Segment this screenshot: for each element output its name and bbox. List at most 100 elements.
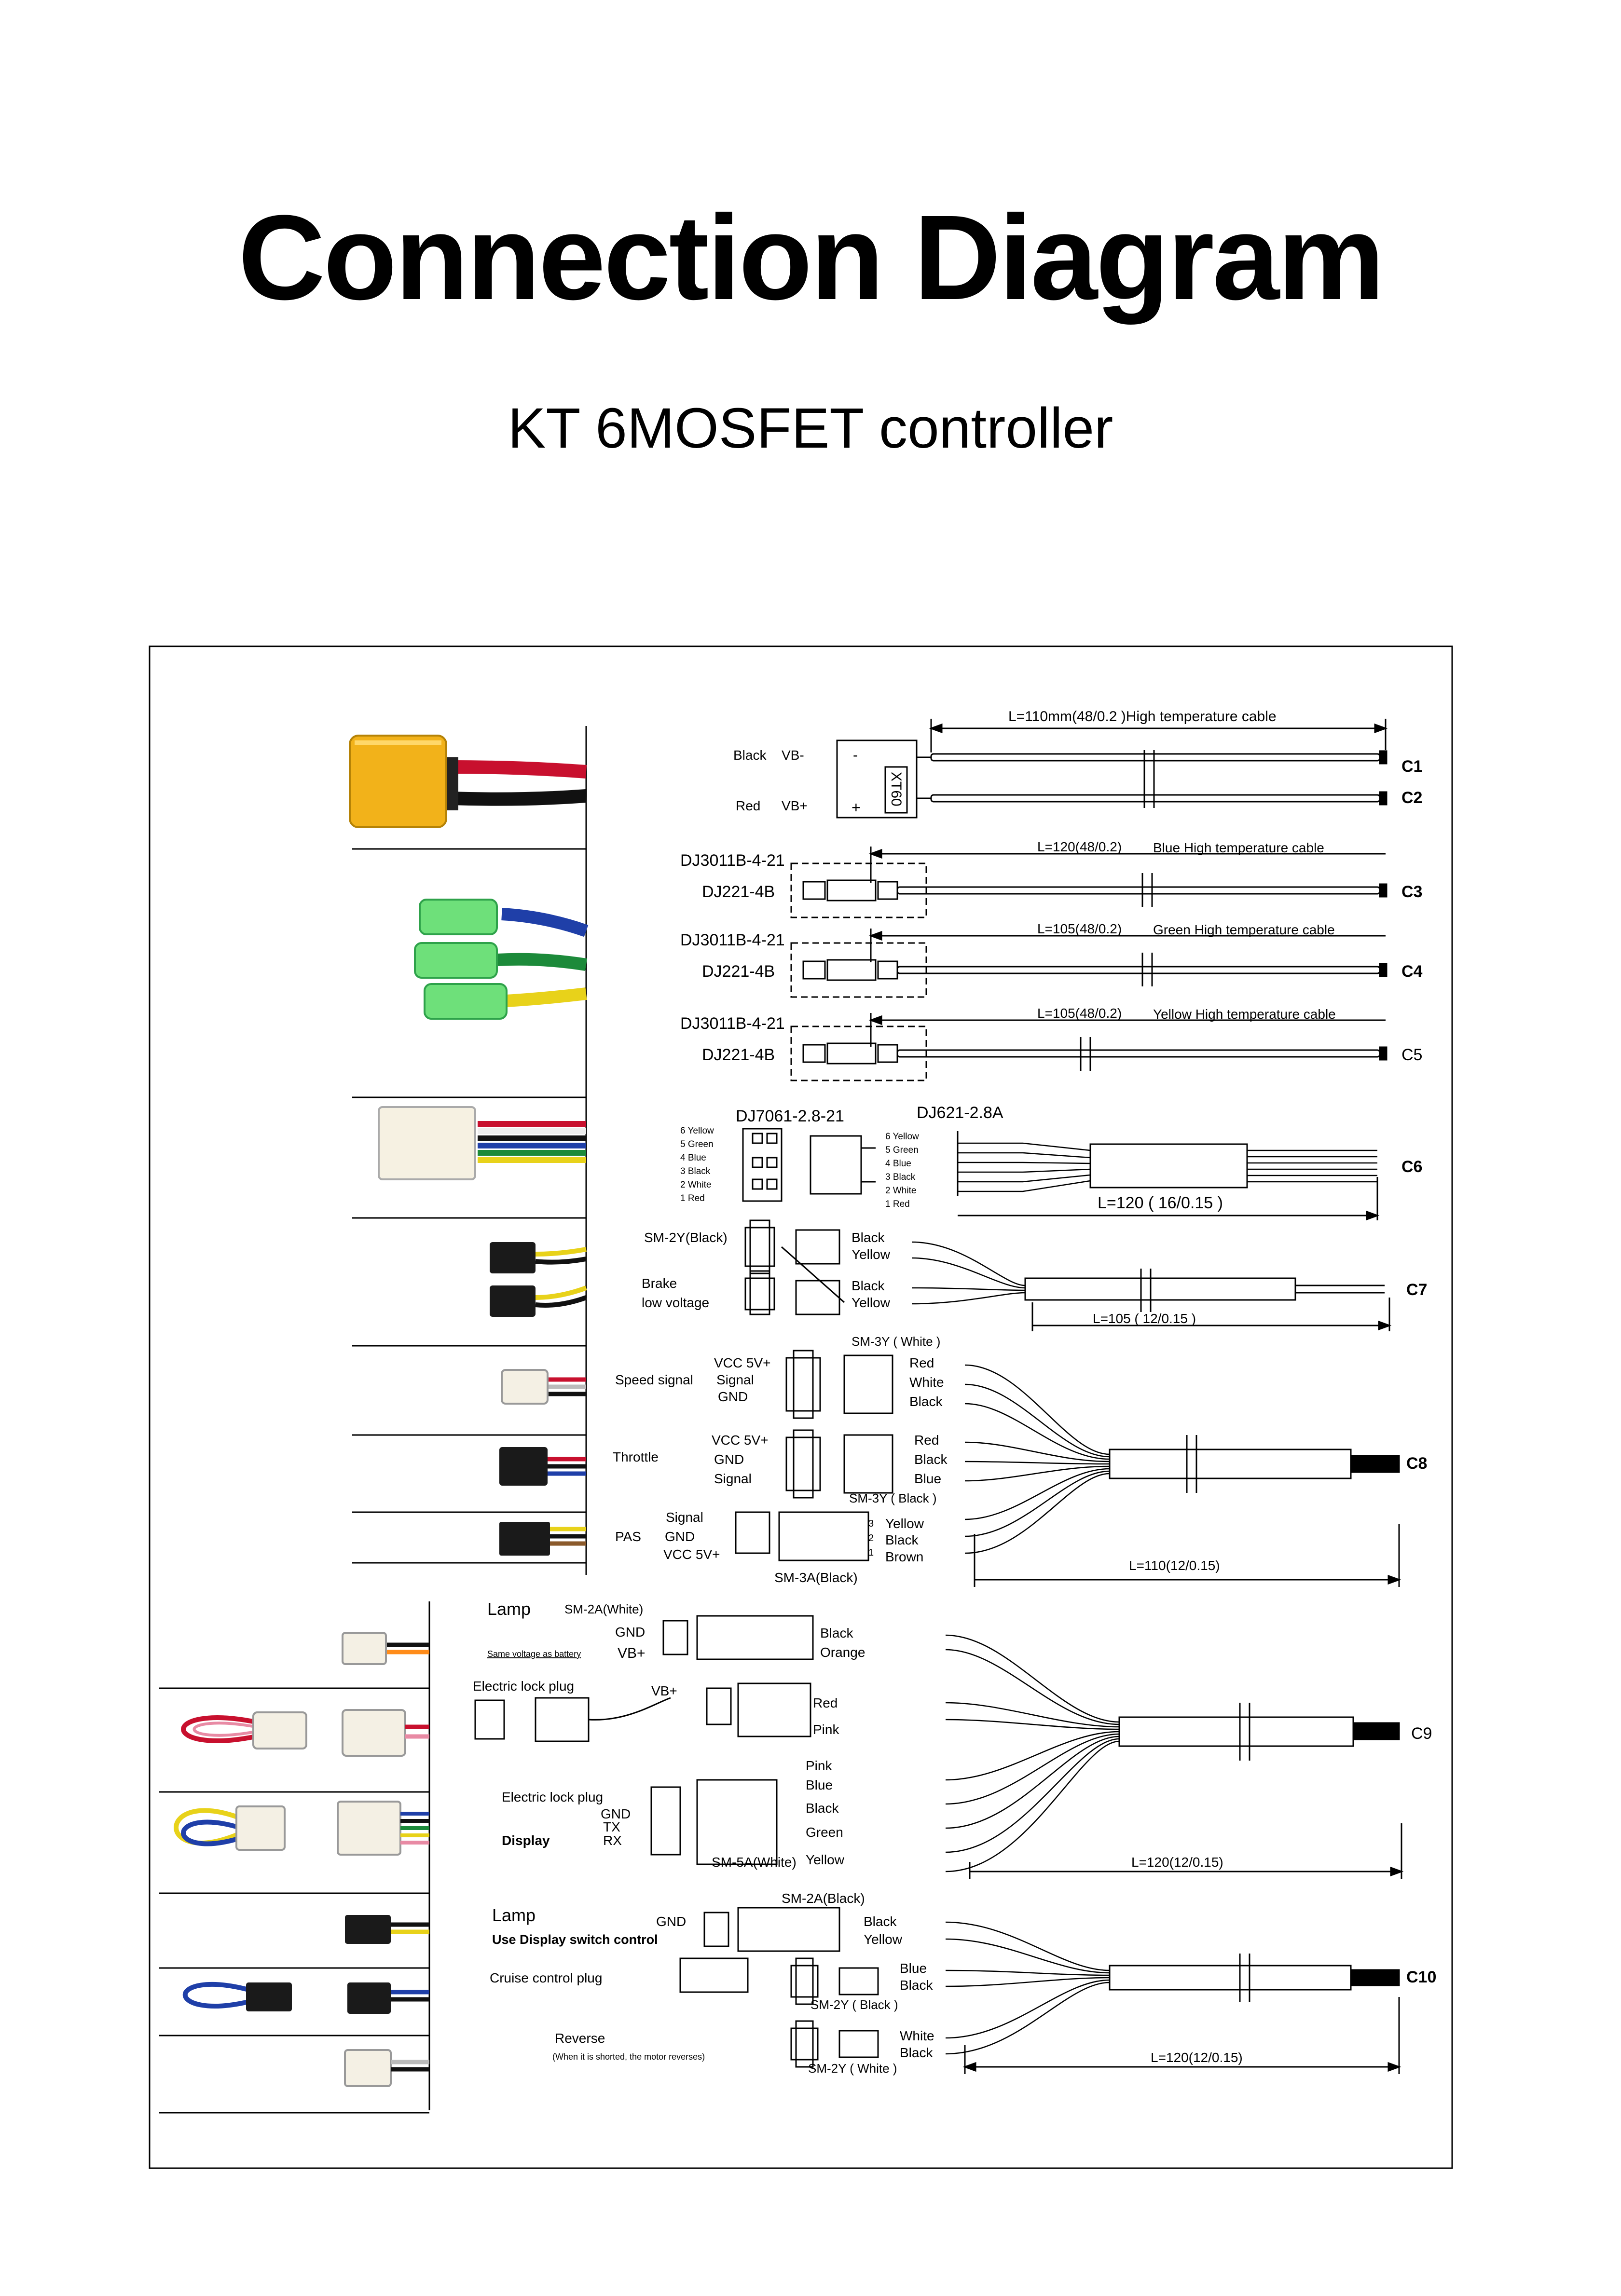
c8-sm3y-white-label: SM-3Y ( White ) <box>852 1334 940 1349</box>
c10-use-display-label: Use Display switch control <box>492 1932 658 1947</box>
display-loop-photo <box>174 1801 429 1856</box>
page-subtitle: KT 6MOSFET controller <box>508 396 1113 460</box>
c8-speed-signal: Signal <box>716 1372 754 1387</box>
c9-black-label: Black <box>820 1626 853 1640</box>
c10-white-label: White <box>900 2028 934 2043</box>
throttle-connector-photo <box>499 1447 586 1486</box>
cable-c1 <box>836 719 1388 819</box>
c1-id: C1 <box>1401 757 1422 776</box>
c9-vbplus-label-2: VB+ <box>651 1683 677 1698</box>
c8-pas-vcc: VCC 5V+ <box>663 1547 720 1562</box>
c9-display-label: Display <box>502 1833 550 1848</box>
c8-pas-brown: Brown <box>885 1549 923 1564</box>
c8-speed-label: Speed signal <box>615 1372 693 1387</box>
c3-housing-label: DJ3011B-4-21 <box>680 851 785 870</box>
c9-sm5a-label: SM-5A(White) <box>712 1855 797 1870</box>
c10-lamp-label: Lamp <box>492 1905 536 1925</box>
c7-black-1: Black <box>852 1230 885 1245</box>
c6-left-pin-3: 3 Black <box>680 1166 711 1176</box>
c8-throttle-blue: Blue <box>914 1471 941 1486</box>
c7-yellow-1: Yellow <box>852 1247 891 1262</box>
c8-pas-label: PAS <box>615 1529 641 1544</box>
c10-id: C10 <box>1406 1968 1436 1986</box>
c9-elock-label-1: Electric lock plug <box>473 1679 574 1694</box>
cable-c3 <box>790 847 1387 918</box>
c7-yellow-2: Yellow <box>852 1295 891 1310</box>
c10-sm2a-black-label: SM-2A(Black) <box>782 1891 865 1906</box>
c9-pink-label-2: Pink <box>806 1758 832 1773</box>
c6-length-label: L=120 ( 16/0.15 ) <box>1098 1194 1223 1212</box>
c1-xt60-label: XT60 <box>888 772 904 806</box>
photo-dividers <box>159 726 587 2114</box>
c10-blue-label: Blue <box>900 1961 927 1976</box>
c8-throttle-gnd: GND <box>714 1452 744 1467</box>
c1-black-label: Black <box>733 748 767 763</box>
c9-yellow-label: Yellow <box>806 1852 845 1867</box>
c9-vbplus-label: VB+ <box>618 1645 646 1661</box>
c7-length-label: L=105 ( 12/0.15 ) <box>1093 1311 1196 1326</box>
c10-sm2y-white-label: SM-2Y ( White ) <box>808 2061 897 2076</box>
c9-orange-label: Orange <box>820 1645 865 1660</box>
c7-id: C7 <box>1406 1281 1427 1299</box>
c9-same-voltage-label: Same voltage as battery <box>487 1649 581 1659</box>
c6-left-pin-2: 2 White <box>680 1180 711 1190</box>
brake-connectors-photo <box>490 1242 587 1317</box>
c6-right-pin-4: 4 Blue <box>885 1159 911 1169</box>
c10-black-label: Black <box>864 1914 897 1929</box>
cable-c8 <box>735 1350 1401 1587</box>
c8-pas-black: Black <box>885 1532 919 1547</box>
c1-vbplus-label: VB+ <box>782 798 808 813</box>
c10-sm2y-black-label: SM-2Y ( Black ) <box>810 1997 898 2012</box>
c6-right-pin-5: 5 Green <box>885 1145 919 1155</box>
cable-c7 <box>744 1219 1392 1331</box>
c8-pas-yellow: Yellow <box>885 1516 924 1531</box>
c6-left-pin-6: 6 Yellow <box>680 1126 714 1136</box>
cruise-loop-photo <box>182 1982 429 2014</box>
c3-length-label: L=120(48/0.2) <box>1037 839 1122 854</box>
electric-lock-loop-photo <box>181 1709 429 1757</box>
c6-housing-label: DJ7061-2.8-21 <box>736 1107 844 1125</box>
c10-yellow-label: Yellow <box>864 1932 903 1947</box>
c8-speed-red: Red <box>909 1355 934 1370</box>
c9-red-label: Red <box>813 1695 838 1710</box>
c2-id: C2 <box>1401 789 1422 807</box>
c3-id: C3 <box>1401 883 1422 901</box>
c8-throttle-black: Black <box>914 1452 948 1467</box>
c6-right-pin-2: 2 White <box>885 1186 916 1196</box>
c7-connector-label: SM-2Y(Black) <box>644 1230 728 1245</box>
c9-blue-label: Blue <box>806 1777 833 1792</box>
cable-c9 <box>474 1615 1404 1879</box>
c5-terminal-label: DJ221-4B <box>702 1046 775 1064</box>
c3-terminal-label: DJ221-4B <box>702 883 775 901</box>
c9-gnd-label-2: GND <box>601 1806 631 1821</box>
cable-c6 <box>742 1128 1380 1221</box>
c1-minus-sign: - <box>853 747 858 763</box>
c4-terminal-label: DJ221-4B <box>702 962 775 981</box>
xt60-connector-photo <box>349 735 587 828</box>
c1-red-label: Red <box>736 798 760 813</box>
c10-reverse-label: Reverse <box>555 2031 605 2046</box>
c8-length-label: L=110(12/0.15) <box>1129 1558 1220 1573</box>
lamp-connector-black-photo <box>345 1915 429 1944</box>
c1-vbminus-label: VB- <box>782 748 804 763</box>
c9-length-label: L=120(12/0.15) <box>1131 1855 1223 1870</box>
c6-terminal-label: DJ621-2.8A <box>917 1104 1003 1122</box>
c8-speed-vcc: VCC 5V+ <box>714 1355 771 1370</box>
c8-sm3a-label: SM-3A(Black) <box>774 1570 858 1585</box>
c4-housing-label: DJ3011B-4-21 <box>680 931 785 949</box>
c10-black-label-2: Black <box>900 1978 933 1993</box>
c8-throttle-red: Red <box>914 1433 939 1448</box>
c7-low-voltage-label: low voltage <box>642 1295 709 1310</box>
c8-pas-gnd: GND <box>665 1529 695 1544</box>
c10-length-label: L=120(12/0.15) <box>1151 2050 1243 2065</box>
c4-length-label: L=105(48/0.2) <box>1037 921 1122 936</box>
c6-left-pin-4: 4 Blue <box>680 1153 706 1163</box>
c10-black-label-3: Black <box>900 2045 933 2060</box>
c8-speed-black: Black <box>909 1394 943 1409</box>
cable-c4 <box>790 929 1387 998</box>
c6-left-pin-1: 1 Red <box>680 1193 705 1203</box>
cable-c10 <box>679 1907 1401 2074</box>
bullet-connectors-photo <box>414 899 589 1020</box>
c4-desc-label: Green High temperature cable <box>1153 922 1335 937</box>
